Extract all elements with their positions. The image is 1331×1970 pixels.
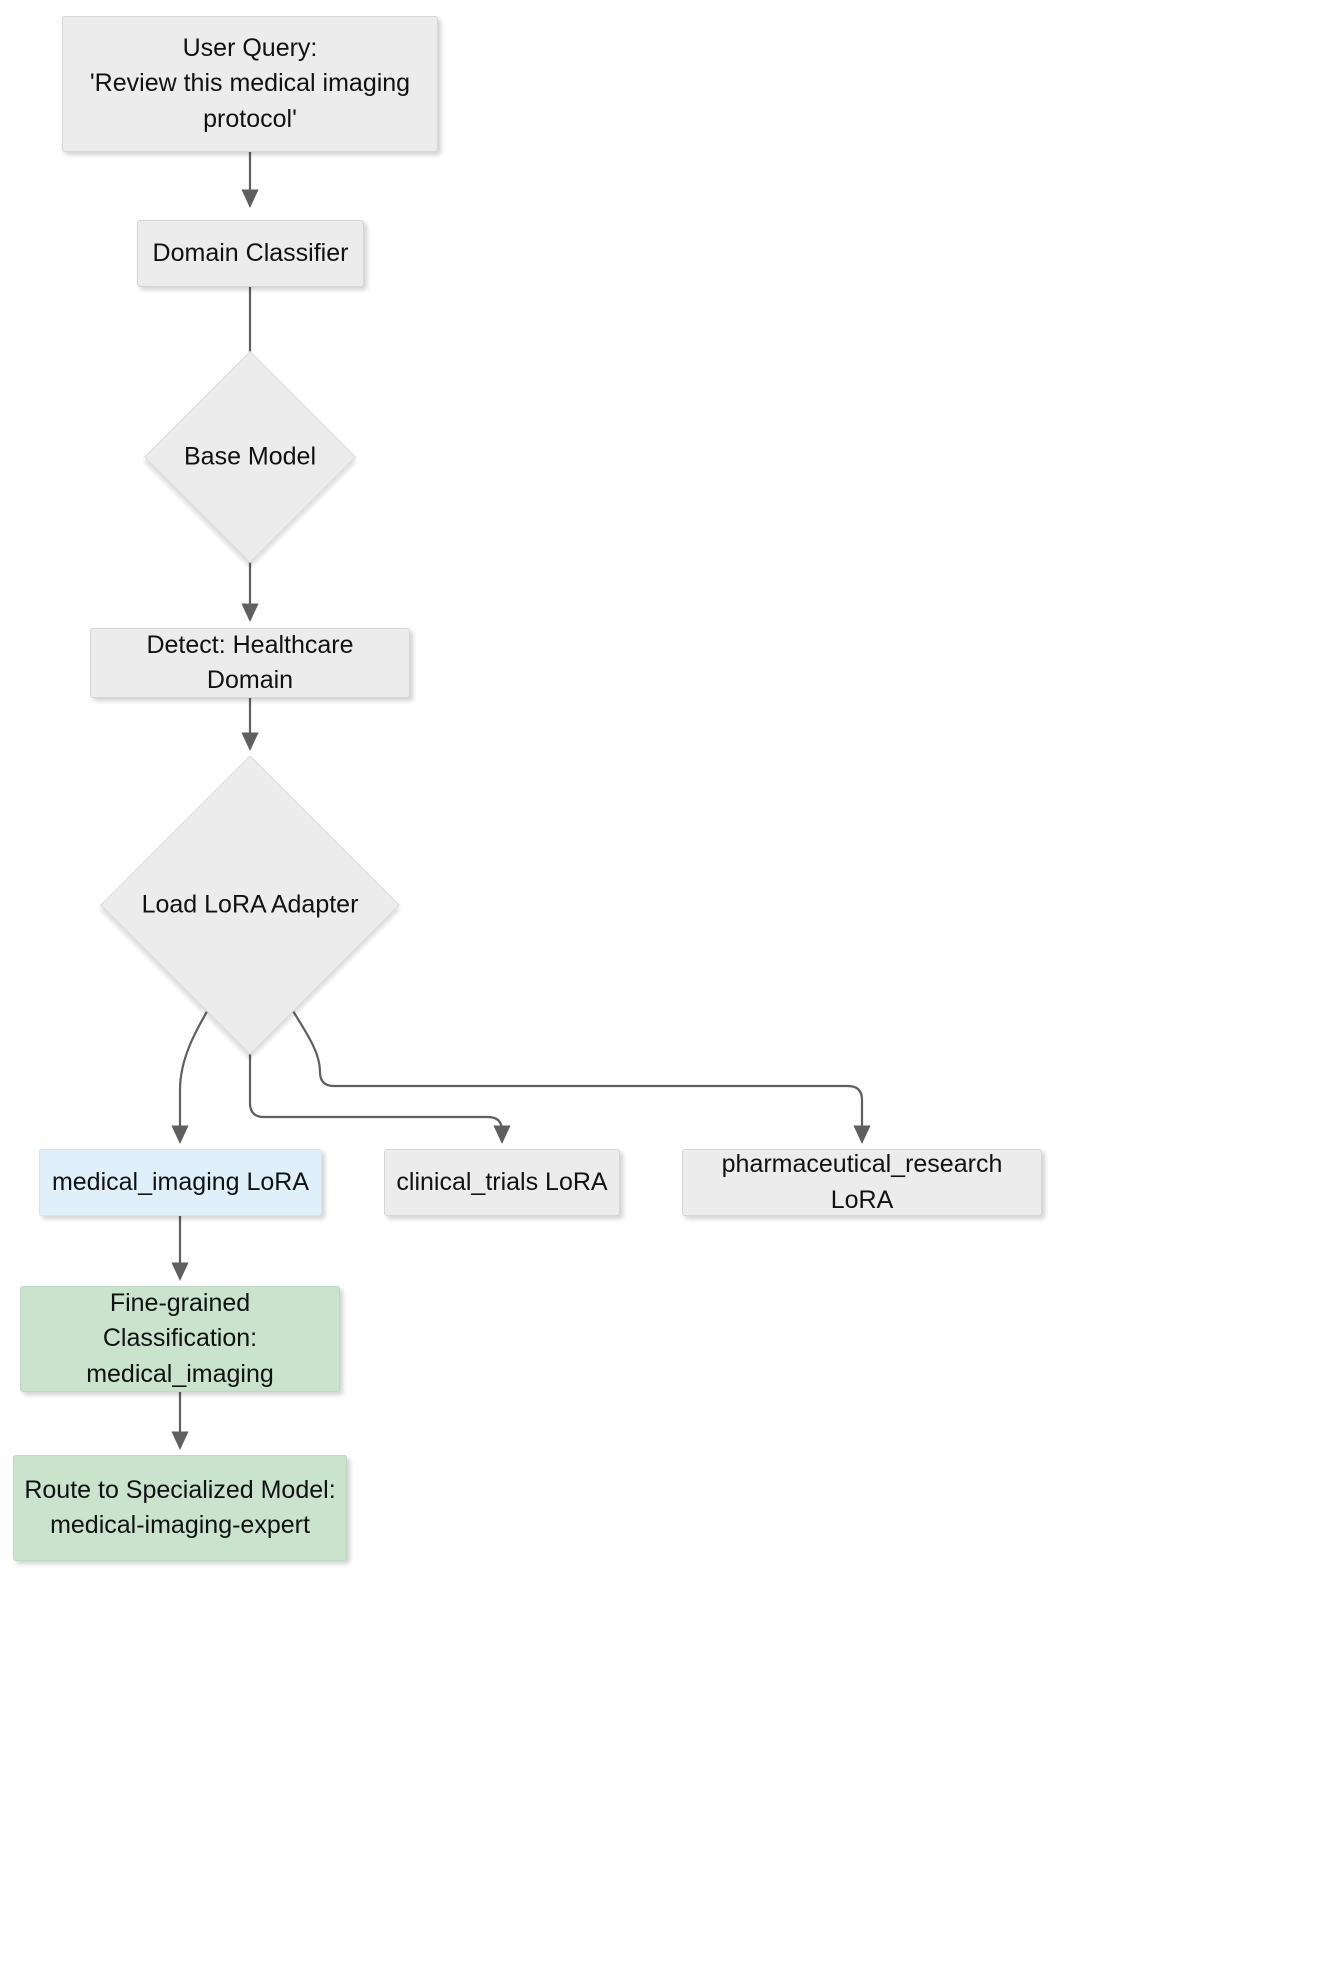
node-clinical-trials-lora-label: clinical_trials LoRA <box>396 1167 608 1196</box>
node-user-query-label: User Query: 'Review this medical imaging… <box>89 33 411 133</box>
node-detect-domain-label: Detect: Healthcare Domain <box>146 630 354 695</box>
edge-load-lora-to-clinical-trials <box>248 1050 511 1144</box>
node-domain-classifier[interactable]: Domain Classifier <box>137 220 364 287</box>
node-user-query[interactable]: User Query: 'Review this medical imaging… <box>62 16 438 152</box>
node-route-specialized-model-label: Route to Specialized Model: medical-imag… <box>24 1475 336 1540</box>
node-domain-classifier-label: Domain Classifier <box>152 238 349 267</box>
node-detect-domain[interactable]: Detect: Healthcare Domain <box>90 628 410 698</box>
node-clinical-trials-lora[interactable]: clinical_trials LoRA <box>384 1149 620 1216</box>
node-base-model[interactable]: Base Model <box>143 350 357 564</box>
node-fine-grained-classification[interactable]: Fine-grained Classification: medical_ima… <box>20 1286 340 1392</box>
node-base-model-label: Base Model <box>183 442 317 471</box>
node-fine-grained-classification-label: Fine-grained Classification: medical_ima… <box>86 1288 274 1388</box>
node-load-lora[interactable]: Load LoRA Adapter <box>100 755 400 1055</box>
node-pharmaceutical-research-lora-label: pharmaceutical_research LoRA <box>721 1150 1003 1214</box>
node-medical-imaging-lora[interactable]: medical_imaging LoRA <box>39 1149 322 1216</box>
node-route-specialized-model[interactable]: Route to Specialized Model: medical-imag… <box>13 1455 347 1561</box>
node-load-lora-label: Load LoRA Adapter <box>141 890 359 919</box>
node-medical-imaging-lora-label: medical_imaging LoRA <box>51 1167 310 1196</box>
node-pharmaceutical-research-lora[interactable]: pharmaceutical_research LoRA <box>682 1149 1042 1216</box>
